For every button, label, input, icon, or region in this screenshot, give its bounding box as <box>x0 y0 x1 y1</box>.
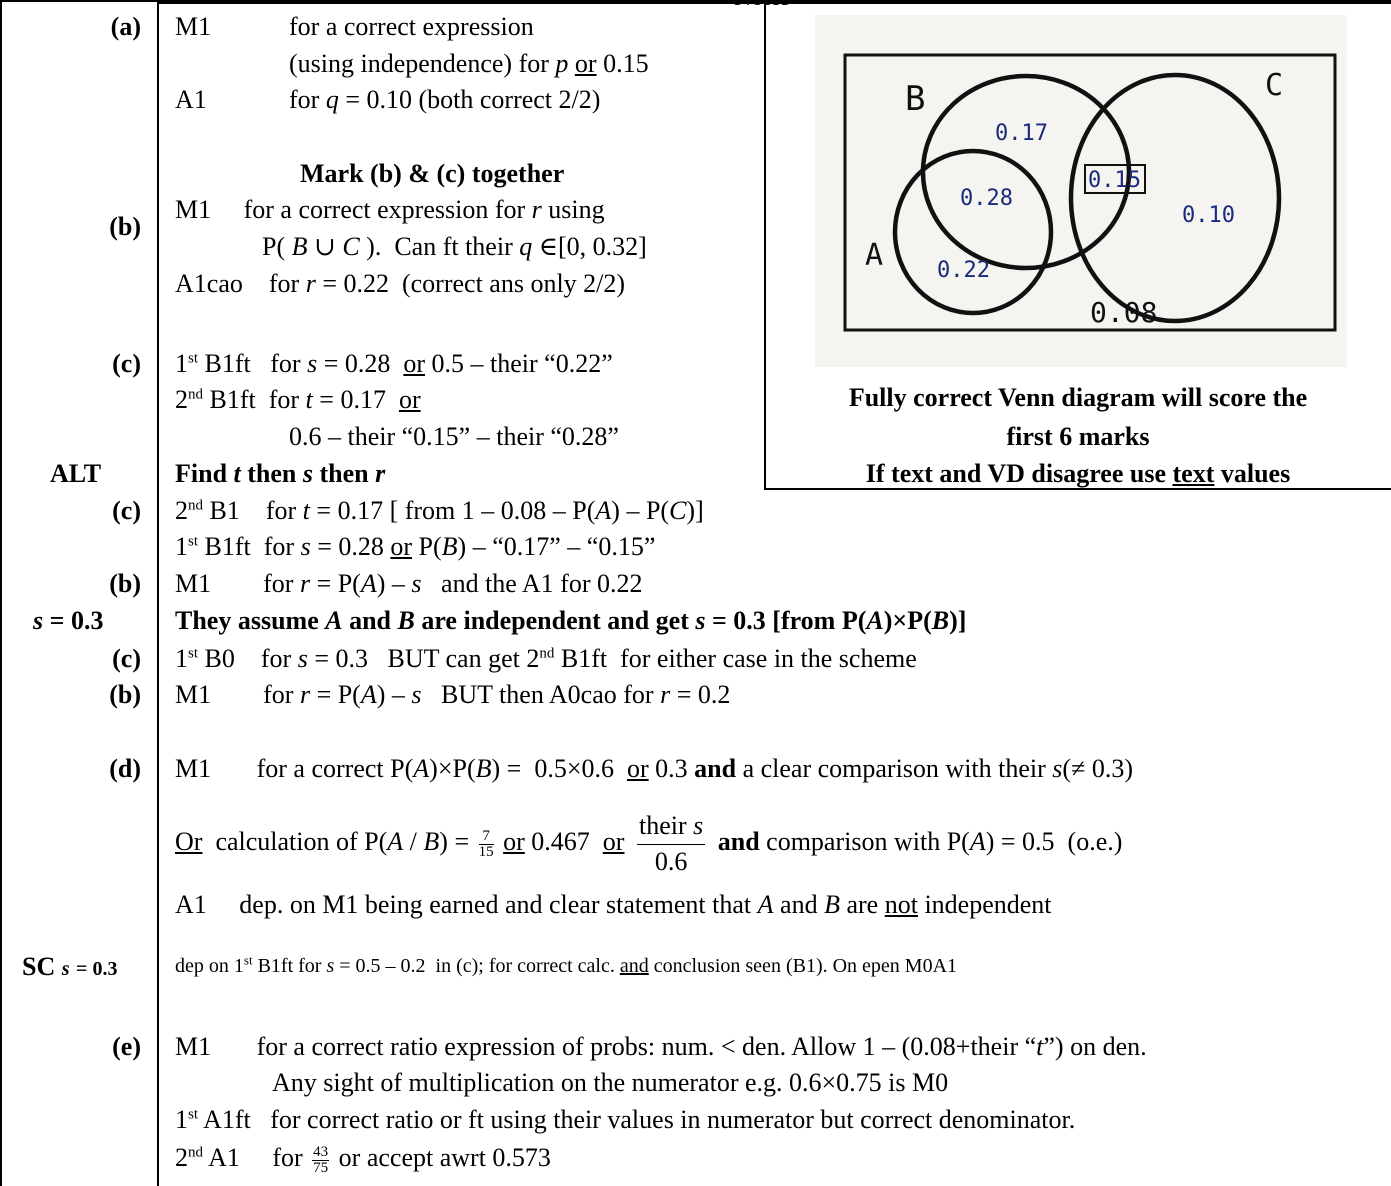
venn-outside-value: 0.08 <box>1090 296 1157 329</box>
s03-c-line: 1st B0 for s = 0.3 BUT can get 2nd B1ft … <box>175 644 917 673</box>
venn-caption-1: Fully correct Venn diagram will score th… <box>848 383 1308 412</box>
label-d: (d) <box>109 754 141 783</box>
s03-heading: They assume A and B are independent and … <box>175 606 967 635</box>
c-b2-cont: 0.6 – their “0.15” – their “0.28” <box>289 422 619 451</box>
venn-b-only-value: 0.17 <box>995 121 1048 146</box>
a-a1-code: A1 <box>175 85 207 114</box>
venn-circle-a <box>892 148 1054 316</box>
label-sc: SC s = 0.3 <box>22 952 118 981</box>
bc-heading: Mark (b) & (c) together <box>300 159 565 188</box>
venn-label-b: B <box>905 79 925 119</box>
venn-caption-2: first 6 marks <box>1006 422 1150 451</box>
venn-box-left <box>764 2 766 490</box>
left-border <box>0 0 2 1186</box>
a-m1-code: M1 <box>175 12 212 41</box>
venn-caption-3: If text and VD disagree use text values <box>865 459 1291 488</box>
c-b1: 1st B1ft for s = 0.28 or 0.5 – their “0.… <box>175 349 613 378</box>
venn-bc-box <box>1084 164 1146 194</box>
e-m1-cont: Any sight of multiplication on the numer… <box>272 1068 949 1097</box>
d-m1: M1 for a correct P(A)×P(B) = 0.5×0.6 or … <box>175 754 1134 783</box>
a-m1-text: for a correct expression <box>289 12 534 41</box>
venn-box-bottom <box>764 488 1391 490</box>
a-m1-text2: (using independence) for p or 0.15 <box>289 49 649 78</box>
e-a1: 1st A1ft for correct ratio or ft using t… <box>175 1105 1076 1134</box>
label-b: (b) <box>109 212 141 241</box>
label-alt: ALT <box>50 459 102 488</box>
label-c-alt: (c) <box>112 496 141 525</box>
label-c: (c) <box>112 349 141 378</box>
label-b-s03: (b) <box>109 680 141 709</box>
venn-bc-value: 0.15 <box>1088 168 1141 193</box>
c-b2: 2nd B1ft for t = 0.17 or <box>175 385 421 414</box>
label-b-alt: (b) <box>109 569 141 598</box>
venn-universe-box <box>843 53 1337 332</box>
d-a1: A1 dep. on M1 being earned and clear sta… <box>175 890 1052 919</box>
a-a1-text: for q = 0.10 (both correct 2/2) <box>289 85 601 114</box>
venn-a-only-value: 0.22 <box>937 258 990 283</box>
label-a: (a) <box>110 12 141 41</box>
top-border <box>0 0 1391 2</box>
e-m1: M1 for a correct ratio expression of pro… <box>175 1032 1147 1061</box>
venn-ab-value: 0.28 <box>960 186 1013 211</box>
s03-b-line: M1 for r = P(A) – s BUT then A0cao for r… <box>175 680 731 709</box>
venn-label-c: C <box>1265 68 1283 103</box>
venn-diagram: B C A 0.08 0.17 0.15 0.10 0.28 0.22 <box>815 15 1347 367</box>
label-e: (e) <box>112 1032 141 1061</box>
alt-b-line: M1 for r = P(A) – s and the A1 for 0.22 <box>175 569 643 598</box>
column-divider <box>157 0 159 1186</box>
header-underline <box>159 2 1391 4</box>
alt-c-line2: 1st B1ft for s = 0.28 or P(B) – “0.17” –… <box>175 532 656 561</box>
alt-c-line1: 2nd B1 for t = 0.17 [ from 1 – 0.08 – P(… <box>175 496 704 525</box>
b-a1: A1cao for r = 0.22 (correct ans only 2/2… <box>175 269 626 298</box>
venn-circle-c <box>1068 72 1282 324</box>
label-c-s03: (c) <box>112 644 141 673</box>
label-s03: s = 0.3 <box>33 606 104 635</box>
alt-heading: Find t then s then r <box>175 459 386 488</box>
venn-label-a: A <box>865 238 883 273</box>
venn-c-only-value: 0.10 <box>1182 203 1235 228</box>
b-m1-cont: P( B ∪ C ). Can ft their q ∈[0, 0.32] <box>262 232 647 261</box>
b-m1: M1 for a correct expression for r using <box>175 195 605 224</box>
header-notes: Notes <box>734 0 790 10</box>
sc-text: dep on 1st B1ft for s = 0.5 – 0.2 in (c)… <box>175 952 958 977</box>
